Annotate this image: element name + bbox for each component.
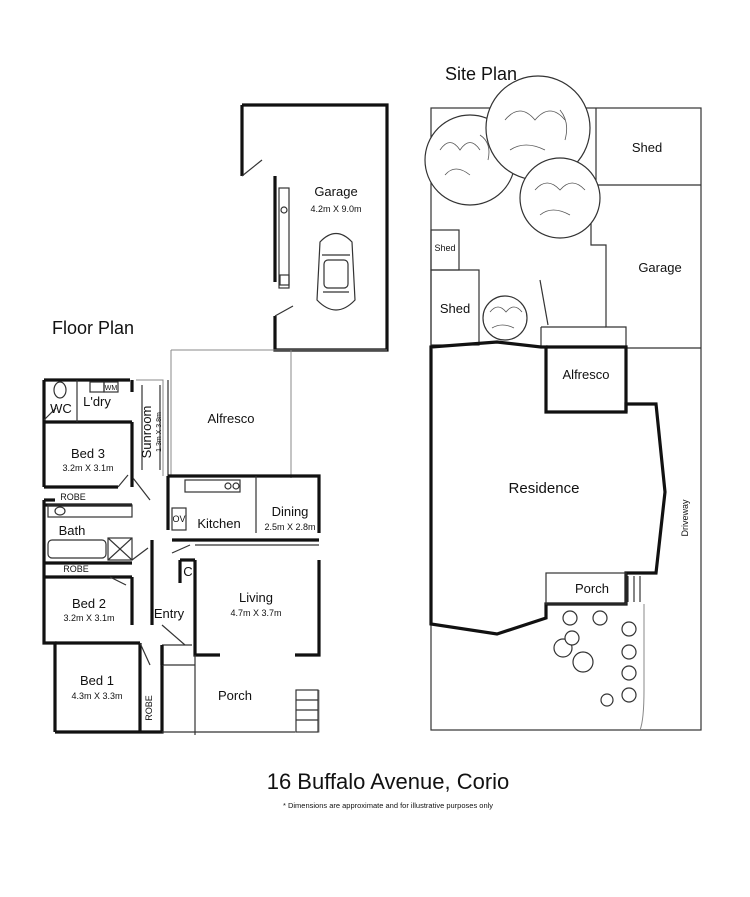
robe-bed3-label: ROBE	[60, 492, 86, 502]
wc-label: WC	[50, 401, 72, 416]
alfresco-label: Alfresco	[208, 411, 255, 426]
alfresco-area: Alfresco	[170, 349, 292, 478]
alfresco-outline	[546, 345, 628, 412]
dining-dims: 2.5m X 2.8m	[264, 522, 315, 532]
washing-machine-label: WM	[105, 385, 118, 392]
driveway-label: Driveway	[680, 499, 690, 537]
site-shed-small-label: Shed	[434, 243, 455, 253]
tree-icon	[424, 75, 601, 341]
fixtures	[47, 381, 319, 733]
disclaimer-text: * Dimensions are approximate and for ill…	[283, 801, 493, 810]
entry-label: Entry	[154, 606, 185, 621]
kitchen-label: Kitchen	[197, 516, 240, 531]
residence-label: Residence	[509, 480, 580, 497]
site-shed-top-label: Shed	[632, 140, 662, 155]
robe-bed2-label: ROBE	[63, 564, 89, 574]
living-label: Living	[239, 590, 273, 605]
site-porch-label: Porch	[575, 581, 609, 596]
shrubs-icon	[553, 610, 637, 707]
site-alfresco-label: Alfresco	[563, 367, 610, 382]
sunroom-dims: 1.3m X 3.8m	[156, 412, 163, 452]
cupboard-label: C	[183, 564, 192, 579]
bed1-dims: 4.3m X 3.3m	[71, 691, 122, 701]
garage-room: Garage 4.2m X 9.0m	[240, 103, 389, 352]
garage-label: Garage	[314, 184, 357, 199]
living-dims: 4.7m X 3.7m	[230, 608, 281, 618]
house-walls	[42, 378, 321, 735]
site-garage-label: Garage	[638, 260, 681, 275]
address-title: 16 Buffalo Avenue, Corio	[267, 769, 510, 794]
interior-walls	[43, 380, 319, 732]
bath-label: Bath	[59, 523, 86, 538]
site-porch-outline	[545, 572, 627, 605]
site-plan-title: Site Plan	[445, 64, 517, 84]
bed3-label: Bed 3	[71, 446, 105, 461]
car-icon	[316, 232, 356, 311]
sunroom-label: Sunroom	[139, 406, 154, 459]
bed3-dims: 3.2m X 3.1m	[62, 463, 113, 473]
laundry-label: L'dry	[83, 394, 111, 409]
dining-label: Dining	[272, 504, 309, 519]
driveway-edge	[639, 604, 645, 731]
robe-bed1-label: ROBE	[144, 695, 154, 721]
bed2-label: Bed 2	[72, 596, 106, 611]
residence-outline	[429, 340, 667, 636]
porch-steps	[627, 576, 641, 602]
garage-dims: 4.2m X 9.0m	[310, 204, 361, 214]
oven-label: OV	[172, 514, 185, 524]
site-shed-left-label: Shed	[440, 301, 470, 316]
bed1-label: Bed 1	[80, 673, 114, 688]
porch-label: Porch	[218, 688, 252, 703]
floor-plan-title: Floor Plan	[52, 318, 134, 338]
bed2-dims: 3.2m X 3.1m	[63, 613, 114, 623]
